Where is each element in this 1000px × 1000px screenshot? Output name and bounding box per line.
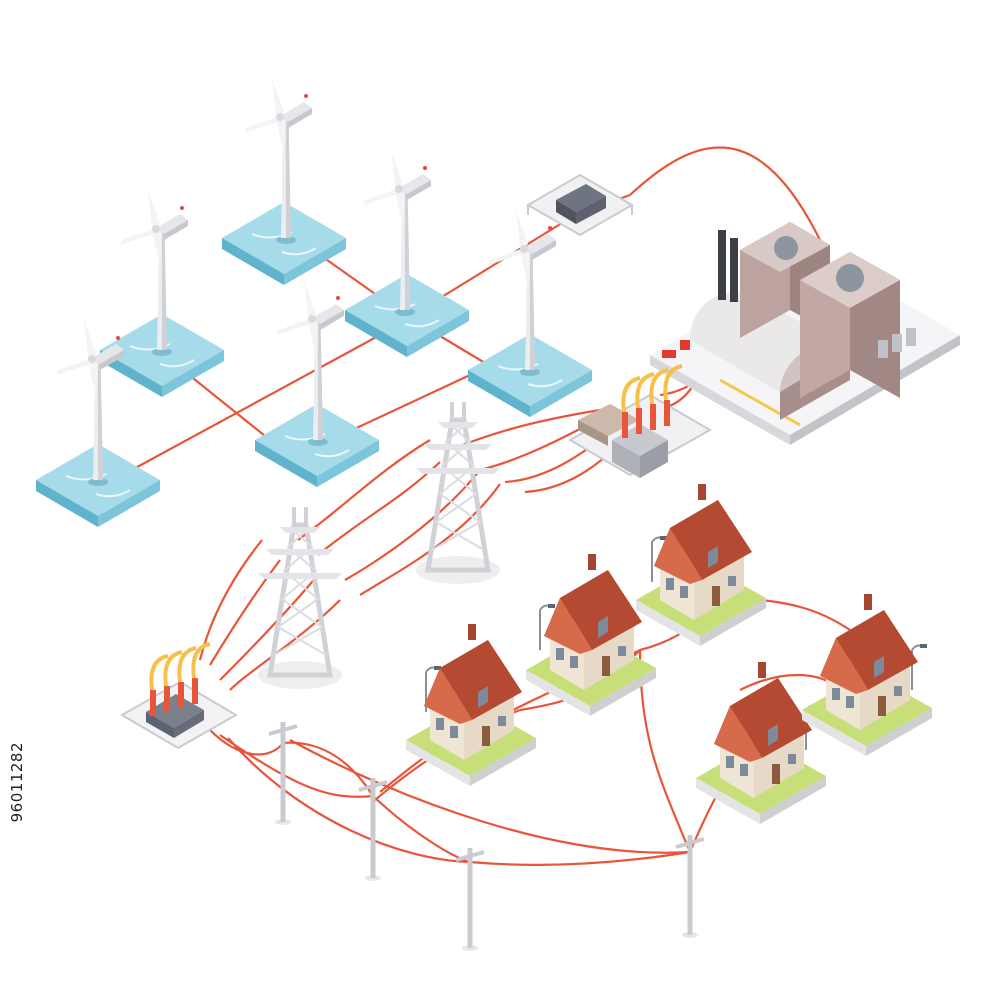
transformer: [120, 642, 238, 750]
junction-box: [525, 173, 635, 237]
transmission-tower-1: [416, 402, 500, 584]
wind-farm: [35, 78, 593, 528]
house-3: [636, 484, 766, 646]
wind-turbine-2: [99, 190, 225, 398]
transmission-tower-2: [258, 507, 342, 689]
substation: [567, 364, 713, 478]
utility-pole-4: [676, 835, 704, 938]
utility-pole-1: [269, 722, 297, 825]
power-plant: [650, 222, 960, 445]
wind-turbine-4: [467, 210, 593, 418]
wind-turbine-3: [344, 150, 470, 358]
house-5: [802, 594, 932, 756]
house-2: [526, 554, 656, 716]
wind-turbine-1: [221, 78, 347, 286]
stock-image-id: 96011282: [8, 742, 26, 823]
